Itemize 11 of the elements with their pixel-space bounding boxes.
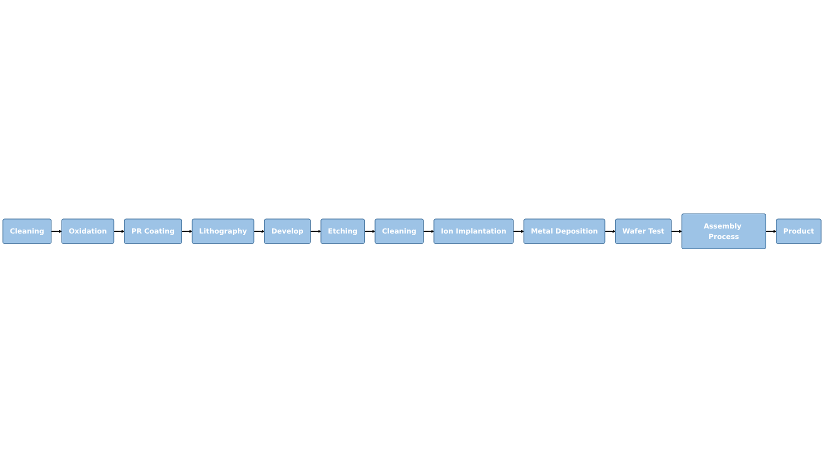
arrow [182,230,192,234]
arrow [513,230,524,234]
arrow [364,230,376,234]
arrow [424,230,434,234]
arrow [310,230,322,234]
arrow [114,230,125,234]
arrow [605,230,616,234]
arrow [671,230,682,234]
arrow [254,230,265,234]
arrow [51,230,62,234]
arrow [766,230,777,234]
